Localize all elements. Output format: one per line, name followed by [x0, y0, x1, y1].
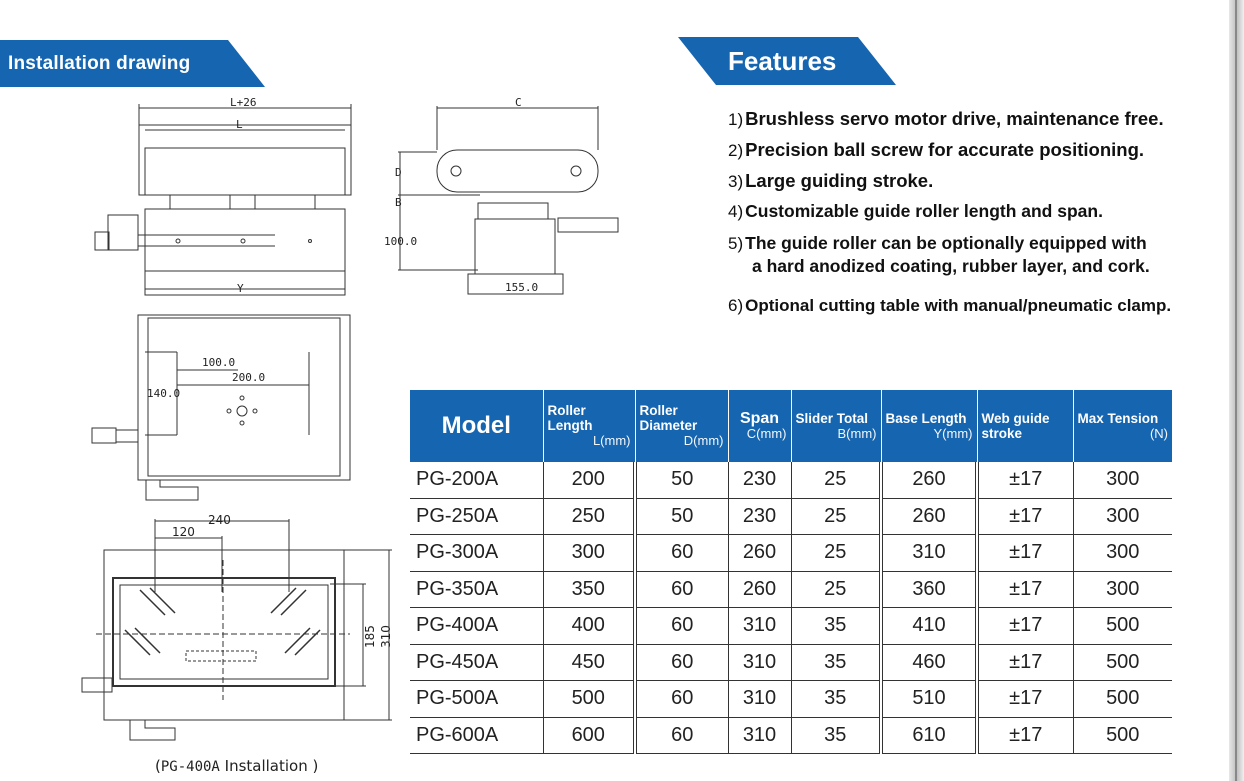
dim-155: 155.0 [505, 281, 538, 294]
dim-100: 100.0 [384, 235, 417, 248]
features-title: Features [728, 45, 837, 76]
top-view-drawing [91, 314, 351, 501]
header-model: Model [410, 390, 544, 462]
feature-item: 1)Brushless servo motor drive, maintenan… [728, 108, 1164, 129]
feature-item: 4)Customizable guide roller length and s… [728, 201, 1103, 221]
feature-item: 2)Precision ball screw for accurate posi… [728, 139, 1145, 160]
dim-l-plus: L+26 [230, 96, 257, 109]
dim-d: D [395, 166, 402, 179]
front-view-drawing [94, 104, 352, 296]
feature-item: 6)Optional cutting table with manual/pne… [728, 296, 1172, 315]
feature-item: 5)The guide roller can be optionally equ… [728, 233, 1150, 276]
dim-240: 240 [208, 513, 231, 527]
dim-140: 140.0 [147, 387, 180, 400]
page-edge [1229, 0, 1244, 781]
side-view-drawing [398, 106, 619, 295]
dim-120: 120 [172, 525, 195, 539]
drawing-caption: (PG-400A Installation ) [155, 757, 319, 775]
dim-b: B [395, 196, 402, 209]
feature-item: 3)Large guiding stroke. [728, 170, 934, 191]
installation-view-drawing [81, 519, 392, 741]
installation-drawing-banner: Installation drawing [0, 40, 265, 87]
dim-185: 185 [363, 625, 377, 648]
dim-100-top: 100.0 [202, 356, 235, 369]
dim-c: C [515, 96, 522, 109]
features-banner: Features [678, 37, 896, 85]
header-max-tension: Max Tension(N) [1073, 390, 1172, 462]
dim-310: 310 [379, 625, 393, 648]
header-web-guide-stroke: Web guide stroke [977, 390, 1074, 462]
installation-title: Installation drawing [8, 52, 191, 74]
dim-200: 200.0 [232, 371, 265, 384]
dim-l: L [236, 118, 243, 131]
dim-y: Y [237, 282, 244, 295]
